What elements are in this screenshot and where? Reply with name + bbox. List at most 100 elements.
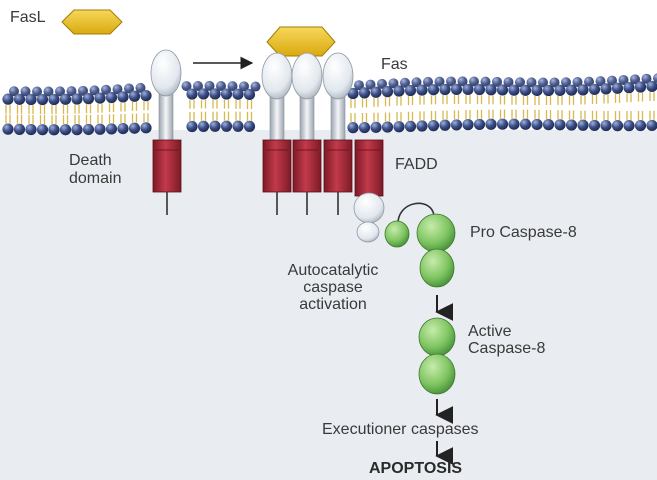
lipid-head [71, 124, 82, 135]
lipid-head [451, 119, 462, 130]
lipid-head [520, 119, 531, 130]
lipid-head [209, 88, 220, 99]
lipid-head [451, 84, 462, 95]
lipid-head [635, 81, 646, 92]
lipid-head [186, 121, 197, 132]
autocatalytic-label-line3: activation [268, 296, 398, 314]
lipid-head [405, 85, 416, 96]
lipid-head [370, 87, 381, 98]
lipid-head [416, 84, 427, 95]
lipid-head [520, 85, 531, 96]
lipid-head [221, 121, 232, 132]
lipid-head [60, 94, 71, 105]
death-domain-label-line1: Death [69, 152, 112, 170]
lipid-head [244, 121, 255, 132]
lipid-head [577, 120, 588, 131]
lipid-head [612, 83, 623, 94]
lipid-head [439, 120, 450, 131]
lipid-head [543, 119, 554, 130]
autocatalytic-label-line2: caspase [268, 279, 398, 297]
lipid-head [129, 123, 140, 134]
lipid-head [232, 89, 243, 100]
lipid-head [554, 119, 565, 130]
lipid-head [129, 91, 140, 102]
active-caspase-label-line1: Active [468, 323, 512, 341]
lipid-head [428, 84, 439, 95]
lipid-head [37, 124, 48, 135]
lipid-head [382, 121, 393, 132]
lipid-head [635, 120, 646, 131]
lipid-head [198, 88, 209, 99]
lipid-head [25, 94, 36, 105]
lipid-head [48, 94, 59, 105]
lipid-head [589, 84, 600, 95]
fasl-label: FasL [10, 9, 46, 27]
lipid-head [612, 120, 623, 131]
fasl-ligand-icon [62, 10, 122, 34]
death-domain-label-line2: domain [69, 170, 121, 188]
lipid-head [623, 120, 634, 131]
lipid-head [347, 122, 358, 133]
lipid-head [531, 119, 542, 130]
lipid-head [25, 124, 36, 135]
lipid-head [600, 83, 611, 94]
fas-label: Fas [381, 56, 408, 74]
lipid-head [83, 93, 94, 104]
fas-receptor-trimer [262, 53, 353, 215]
lipid-head [485, 119, 496, 130]
active-caspase-label-line2: Caspase-8 [468, 340, 545, 358]
lipid-head [94, 124, 105, 135]
lipid-head [554, 85, 565, 96]
lipid-head [198, 121, 209, 132]
lipid-head [508, 85, 519, 96]
lipid-head [117, 123, 128, 134]
lipid-head [428, 120, 439, 131]
lipid-head [646, 120, 657, 131]
lipid-head [83, 124, 94, 135]
lipid-head [209, 121, 220, 132]
lipid-head [140, 90, 151, 101]
lipid-head [14, 94, 25, 105]
lipid-head [60, 124, 71, 135]
lipid-head [14, 124, 25, 135]
lipid-head [370, 122, 381, 133]
lipid-head [405, 121, 416, 132]
lipid-head [244, 89, 255, 100]
apoptosis-label: APOPTOSIS [369, 460, 462, 478]
lipid-head [359, 122, 370, 133]
lipid-head [382, 86, 393, 97]
lipid-head [543, 85, 554, 96]
lipid-head [48, 124, 59, 135]
lipid-head [577, 84, 588, 95]
lipid-head [497, 119, 508, 130]
lipid-head [531, 85, 542, 96]
lipid-head [485, 84, 496, 95]
lipid-head [474, 84, 485, 95]
lipid-head [117, 91, 128, 102]
autocatalytic-label-line1: Autocatalytic [268, 262, 398, 280]
lipid-head [71, 93, 82, 104]
lipid-head [393, 85, 404, 96]
lipid-head [359, 87, 370, 98]
lipid-head [94, 92, 105, 103]
lipid-head [497, 84, 508, 95]
lipid-head [106, 123, 117, 134]
lipid-head [393, 121, 404, 132]
lipid-head [106, 92, 117, 103]
lipid-head [439, 84, 450, 95]
lipid-head [600, 120, 611, 131]
lipid-head [508, 119, 519, 130]
lipid-head [623, 82, 634, 93]
lipid-head [2, 94, 13, 105]
fadd-label: FADD [395, 156, 438, 174]
pro-caspase-label: Pro Caspase-8 [470, 224, 577, 242]
lipid-head [2, 124, 13, 135]
lipid-head [462, 119, 473, 130]
lipid-head [589, 120, 600, 131]
bound-ligand-icon [267, 27, 335, 56]
lipid-head [37, 94, 48, 105]
lipid-head [474, 119, 485, 130]
lipid-head [232, 121, 243, 132]
lipid-head [186, 88, 197, 99]
